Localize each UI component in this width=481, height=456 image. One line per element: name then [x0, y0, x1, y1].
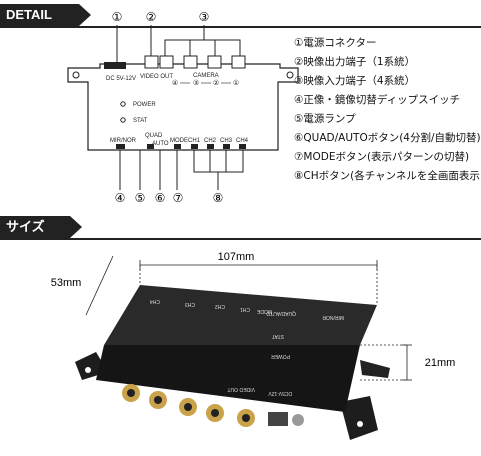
ch1-label: CH1: [188, 138, 201, 144]
callout-5: ⑤: [135, 191, 146, 205]
svg-text:QUAD/AUTO: QUAD/AUTO: [266, 310, 296, 316]
legend-item: ②映像出力端子（1系統）: [294, 56, 416, 68]
dc-label: DC 5V-12V: [106, 76, 136, 82]
legend-item: ⑥QUAD/AUTOボタン(4分割/自動切替): [294, 132, 481, 144]
svg-text:STAT: STAT: [272, 333, 284, 339]
power-label: POWER: [133, 102, 156, 108]
callout-1: ①: [112, 10, 123, 24]
legend-item: ④正像・鏡像切替ディップスイッチ: [294, 94, 461, 106]
length-dim: 107mm: [218, 251, 255, 263]
ch2-label: CH2: [204, 138, 217, 144]
camera-label: CAMERA: [193, 73, 219, 79]
svg-text:④: ④: [172, 79, 178, 87]
feature-legend: ①電源コネクター ②映像出力端子（1系統） ③映像入力端子（4系統） ④正像・鏡…: [294, 34, 481, 186]
size-banner: サイズ: [0, 216, 82, 238]
detail-title: DETAIL: [6, 7, 52, 22]
legend-item: ⑤電源ランプ: [294, 113, 356, 125]
video-out-label: VIDEO OUT: [140, 74, 173, 80]
callout-7: ⑦: [173, 191, 184, 205]
svg-text:VIDEO OUT: VIDEO OUT: [227, 386, 255, 392]
auto-label: AUTO: [152, 141, 169, 147]
detail-divider: [0, 26, 481, 28]
mode-label: MODE: [170, 138, 188, 144]
size-title: サイズ: [6, 219, 45, 234]
svg-text:MODE: MODE: [256, 308, 272, 314]
callout-6: ⑥: [155, 191, 166, 205]
svg-text:①: ①: [233, 79, 239, 87]
svg-text:DC5V-12V: DC5V-12V: [268, 390, 292, 396]
ch4-label: CH4: [236, 138, 249, 144]
stat-label: STAT: [133, 118, 148, 124]
size-divider: [0, 238, 481, 240]
legend-item: ①電源コネクター: [294, 37, 377, 49]
svg-text:CH4: CH4: [150, 298, 160, 304]
svg-text:CH1: CH1: [240, 306, 250, 312]
callout-8: ⑧: [213, 191, 224, 205]
svg-text:MIR/NOR: MIR/NOR: [322, 314, 344, 320]
svg-text:②: ②: [213, 79, 219, 87]
svg-text:POWER: POWER: [271, 353, 290, 359]
mirnor-label: MIR/NOR: [110, 138, 137, 144]
svg-text:CH3: CH3: [185, 301, 195, 307]
depth-dim: 53mm: [51, 277, 82, 289]
height-dim: 21mm: [425, 357, 456, 369]
callout-4: ④: [115, 191, 126, 205]
legend-item: ⑧CHボタン(各チャンネルを全画面表示): [294, 170, 481, 182]
svg-text:③: ③: [193, 79, 199, 87]
detail-banner: DETAIL: [0, 4, 91, 26]
callout-2: ②: [146, 10, 157, 24]
legend-item: ③映像入力端子（4系統）: [294, 75, 416, 87]
legend-item: ⑦MODEボタン(表示パターンの切替): [294, 151, 470, 163]
callout-3: ③: [199, 10, 210, 24]
svg-text:CH2: CH2: [215, 303, 225, 309]
ch3-label: CH3: [220, 138, 233, 144]
quad-label: QUAD: [145, 133, 163, 139]
